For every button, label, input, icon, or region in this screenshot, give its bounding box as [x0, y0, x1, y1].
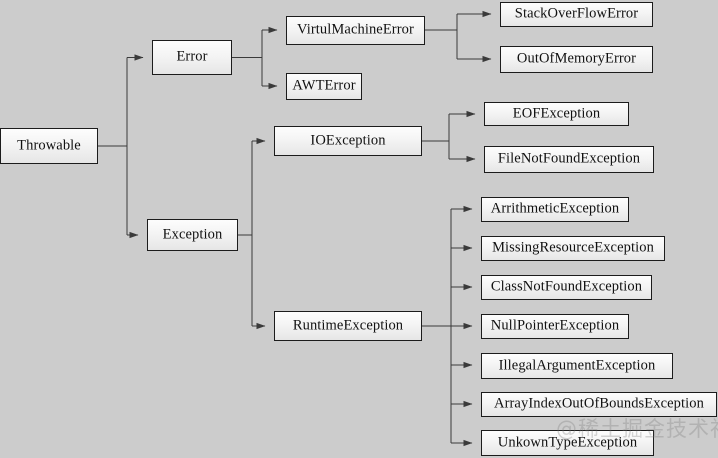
node-label: IOException — [310, 132, 386, 149]
node-label: Throwable — [17, 137, 81, 154]
node-label: FileNotFoundException — [497, 150, 641, 167]
node-label: RuntimeException — [292, 317, 404, 334]
node-array-index-out-of-bounds-exception[interactable]: ArrayIndexOutOfBoundsException — [481, 392, 717, 417]
node-label: NullPointerException — [490, 317, 620, 334]
node-eof-exception[interactable]: EOFException — [484, 102, 629, 126]
node-throwable[interactable]: Throwable — [0, 128, 98, 164]
node-exception[interactable]: Exception — [147, 219, 238, 251]
node-label: ArrayIndexOutOfBoundsException — [494, 395, 704, 412]
node-label: UnkownTypeException — [497, 434, 638, 451]
node-missing-resource-exception[interactable]: MissingResourceException — [481, 236, 665, 261]
node-label: Exception — [162, 226, 223, 243]
node-label: AWTError — [292, 77, 356, 94]
node-class-not-found-exception[interactable]: ClassNotFoundException — [481, 275, 652, 300]
node-label: ClassNotFoundException — [490, 278, 643, 295]
node-runtime-exception[interactable]: RuntimeException — [274, 311, 422, 341]
node-stack-over-flow-error[interactable]: StackOverFlowError — [500, 2, 653, 27]
node-virtul-machine-error[interactable]: VirtulMachineError — [286, 16, 425, 45]
node-awt-error[interactable]: AWTError — [286, 73, 362, 100]
node-label: ArrithmeticException — [490, 200, 620, 217]
node-label: MissingResourceException — [492, 239, 654, 256]
node-file-not-found-exception[interactable]: FileNotFoundException — [484, 146, 654, 173]
node-label: VirtulMachineError — [297, 21, 414, 38]
node-label: OutOfMemoryError — [516, 50, 637, 67]
node-arrithmetic-exception[interactable]: ArrithmeticException — [481, 197, 629, 222]
node-out-of-memory-error[interactable]: OutOfMemoryError — [500, 46, 653, 73]
node-error[interactable]: Error — [152, 40, 232, 75]
node-null-pointer-exception[interactable]: NullPointerException — [481, 314, 629, 339]
node-label: EOFException — [512, 105, 601, 122]
node-illegal-argument-exception[interactable]: IllegalArgumentException — [481, 353, 673, 379]
node-label: Error — [176, 48, 208, 65]
node-label: StackOverFlowError — [514, 5, 639, 22]
node-label: IllegalArgumentException — [498, 357, 656, 374]
node-unkown-type-exception[interactable]: UnkownTypeException — [481, 430, 654, 456]
node-io-exception[interactable]: IOException — [274, 126, 422, 156]
watermark: @稀土掘金技术社区 — [556, 417, 718, 441]
